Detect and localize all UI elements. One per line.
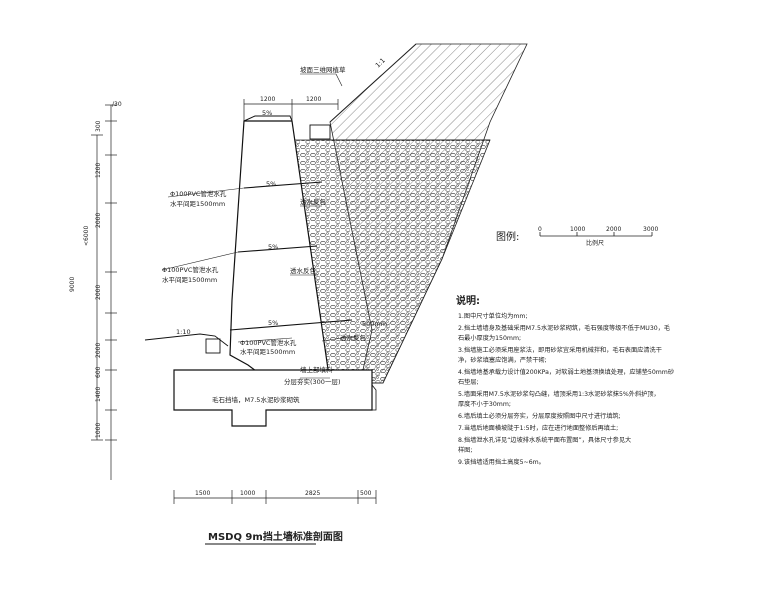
note-line: 石垫层; bbox=[458, 378, 479, 386]
dim-left-2000c: 2000 bbox=[95, 343, 102, 358]
scale-tick-1000: 1000 bbox=[570, 226, 585, 233]
fall-label-d: 5% bbox=[268, 319, 278, 327]
drain3-label-a: Φ100PVC管泄水孔 bbox=[240, 338, 297, 347]
dim-left-1400: 1400 bbox=[95, 387, 102, 402]
drain1-label-b: 水平间距1500mm bbox=[170, 199, 225, 208]
drain1-label-a: Φ100PVC管泄水孔 bbox=[170, 189, 227, 198]
bottom-dimension-chain bbox=[173, 490, 377, 504]
dim-bottom-500: 500 bbox=[360, 490, 372, 497]
note-line: 石最小厚度为150mm; bbox=[458, 334, 521, 342]
dim-left-1200: 1200 bbox=[95, 163, 102, 178]
wall-foundation bbox=[173, 369, 373, 427]
fall-label-b: 5% bbox=[266, 180, 276, 188]
ground-line-left bbox=[144, 333, 229, 347]
natural-slope-line bbox=[329, 43, 417, 123]
scale-tick-2000: 2000 bbox=[606, 226, 621, 233]
dim-bottom-2825: 2825 bbox=[305, 490, 320, 497]
dim-left-1000: 1000 bbox=[95, 423, 102, 438]
slope-ratio-label: 1:1 bbox=[374, 56, 387, 69]
note-line: 9.该挡墙适用挡土高度5~6m。 bbox=[458, 458, 545, 466]
slope-protection-label: 坡面三维网植草 bbox=[300, 65, 346, 74]
drain2-label-b: 水平间距1500mm bbox=[162, 275, 217, 284]
note-line: 7.当墙后地面横坡陡于1:5时，应在进行地面整修后再填土; bbox=[458, 424, 618, 432]
note-line: 8.挡墙泄水孔详见“边坡排水系统平面布置图”，具体尺寸参见大 bbox=[458, 436, 631, 444]
drain3-label-b: 水平间距1500mm bbox=[240, 347, 295, 356]
note-line: 净，砂浆填塞应饱满，严禁干砌; bbox=[458, 356, 547, 364]
note-line: 2.挡土墙墙身及基础采用M7.5水泥砂浆砌筑，毛石强度等级不低于MU30，毛 bbox=[458, 324, 670, 332]
scale-bar bbox=[539, 232, 653, 237]
note-line: 样图; bbox=[458, 446, 472, 454]
dim-left-2000b: 2000 bbox=[95, 285, 102, 300]
dim-bottom-1000: 1000 bbox=[240, 490, 255, 497]
dim-left-9000: 9000 bbox=[69, 277, 76, 292]
dim-left-300: 300 bbox=[95, 120, 102, 132]
dim-top-1200b: 1200 bbox=[306, 96, 321, 103]
note-line: 厚度不小于30mm; bbox=[458, 400, 511, 408]
ground-drain-box bbox=[205, 338, 221, 354]
note-line: 5.墙面采用M7.5水泥砂浆勾凸缝，墙顶采用1:3水泥砂浆抹5%外斜护顶， bbox=[458, 390, 660, 398]
left-dimension-chain bbox=[91, 104, 117, 480]
note-line: 1.图中尺寸单位均为mm; bbox=[458, 312, 528, 320]
scale-tick-3000: 3000 bbox=[643, 226, 658, 233]
foundation-step-right bbox=[371, 383, 377, 411]
scale-tick-0: 0 bbox=[538, 226, 542, 233]
dim-500mm-label: 500mm bbox=[362, 320, 387, 328]
fall-label-c: 5% bbox=[268, 243, 278, 251]
drain2-label-a: Φ100PVC管泄水孔 bbox=[162, 265, 219, 274]
note-line: 6.墙后填土必须分层夯实，分层厚度按照图中尺寸进行填筑; bbox=[458, 412, 621, 420]
top-drain-box bbox=[309, 124, 331, 140]
dim-bottom-1500: 1500 bbox=[195, 490, 210, 497]
wall-coping bbox=[243, 115, 293, 122]
weep-pipe-1 bbox=[243, 181, 323, 189]
fall-label-a: 5% bbox=[262, 109, 272, 117]
filter-label-3: 透水反包 bbox=[340, 333, 367, 342]
filter-label-1: 透水反包 bbox=[300, 197, 327, 206]
masonry-label: 毛石挡墙，M7.5水泥砂浆砌筑 bbox=[212, 395, 300, 404]
note-line: 3.挡墙施工必须采用座浆法，即用砂浆宜采用机械拌和，毛石表面应清洗干 bbox=[458, 346, 662, 354]
scale-caption: 比例尺 bbox=[586, 239, 604, 247]
notes-title: 说明: bbox=[456, 294, 480, 307]
dim-left-lt6000: <6000 bbox=[83, 226, 90, 246]
drawing-title: MSDQ 9m挡土墙标准剖面图 bbox=[208, 530, 343, 543]
dim-top-1200a: 1200 bbox=[260, 96, 275, 103]
backfill-label-b: 分层夯实(300一层) bbox=[284, 377, 340, 386]
weep-pipe-2 bbox=[237, 245, 318, 253]
ground-ratio-label: 1:10 bbox=[176, 328, 191, 336]
leader-lines bbox=[161, 73, 357, 379]
dim-left-2000a: 2000 bbox=[95, 213, 102, 228]
backfill-label-a: 墙上部填料 bbox=[300, 365, 333, 374]
notes-list: 1.图中尺寸单位均为mm; 2.挡土墙墙身及基础采用M7.5水泥砂浆砌筑，毛石强… bbox=[458, 312, 674, 466]
filter-label-2: 透水反包 bbox=[290, 266, 317, 275]
note-line: 4.挡墙地基承载力设计值200KPa，对软弱土地基须换填处理，应铺垫50mm砂 bbox=[458, 368, 674, 376]
dim-top-right-30: /30 bbox=[112, 101, 122, 108]
dim-left-600: 600 bbox=[95, 366, 102, 378]
legend-title: 图例: bbox=[496, 230, 519, 243]
weep-pipe-3 bbox=[229, 319, 353, 331]
top-dimension-chain bbox=[243, 99, 339, 121]
